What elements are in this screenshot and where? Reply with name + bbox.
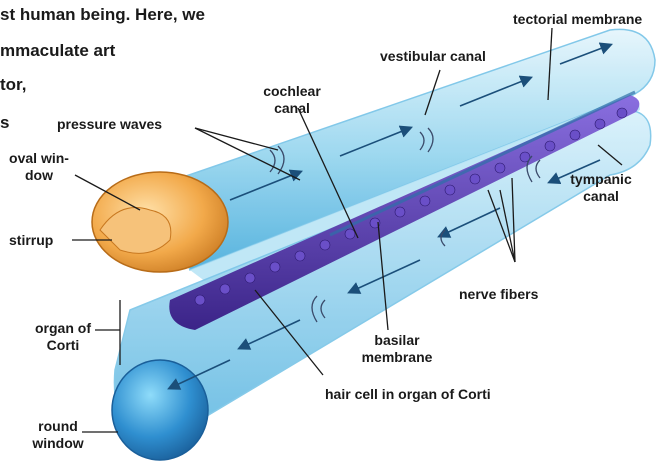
body-text-line-1: st human being. Here, we: [0, 2, 205, 28]
label-tympanic-canal: tympanic canal: [561, 171, 641, 205]
label-round-window-line-2: window: [28, 435, 88, 452]
label-basilar-membrane: basilar membrane: [352, 332, 442, 366]
body-text-line-4: s: [0, 110, 9, 136]
body-text-line-2: mmaculate art: [0, 38, 115, 64]
label-tectorial-membrane: tectorial membrane: [513, 11, 642, 28]
label-tympanic-canal-line-2: canal: [561, 188, 641, 205]
label-tympanic-canal-line-1: tympanic: [561, 171, 641, 188]
label-cochlear-canal-line-2: canal: [252, 100, 332, 117]
label-cochlear-canal-line-1: cochlear: [252, 83, 332, 100]
label-oval-window: oval win- dow: [4, 150, 74, 184]
label-organ-of-corti-line-2: Corti: [28, 337, 98, 354]
label-organ-of-corti: organ of Corti: [28, 320, 98, 354]
label-oval-window-line-2: dow: [4, 167, 74, 184]
label-round-window-line-1: round: [28, 418, 88, 435]
round-window: [112, 360, 208, 460]
label-organ-of-corti-line-1: organ of: [28, 320, 98, 337]
label-basilar-membrane-line-1: basilar: [352, 332, 442, 349]
label-vestibular-canal: vestibular canal: [380, 48, 486, 65]
label-cochlear-canal: cochlear canal: [252, 83, 332, 117]
label-round-window: round window: [28, 418, 88, 452]
label-oval-window-line-1: oval win-: [4, 150, 74, 167]
label-stirrup: stirrup: [9, 232, 53, 249]
body-text-line-3: tor,: [0, 72, 26, 98]
label-basilar-membrane-line-2: membrane: [352, 349, 442, 366]
label-hair-cell: hair cell in organ of Corti: [325, 386, 491, 403]
label-nerve-fibers: nerve fibers: [459, 286, 538, 303]
label-pressure-waves: pressure waves: [57, 116, 162, 133]
